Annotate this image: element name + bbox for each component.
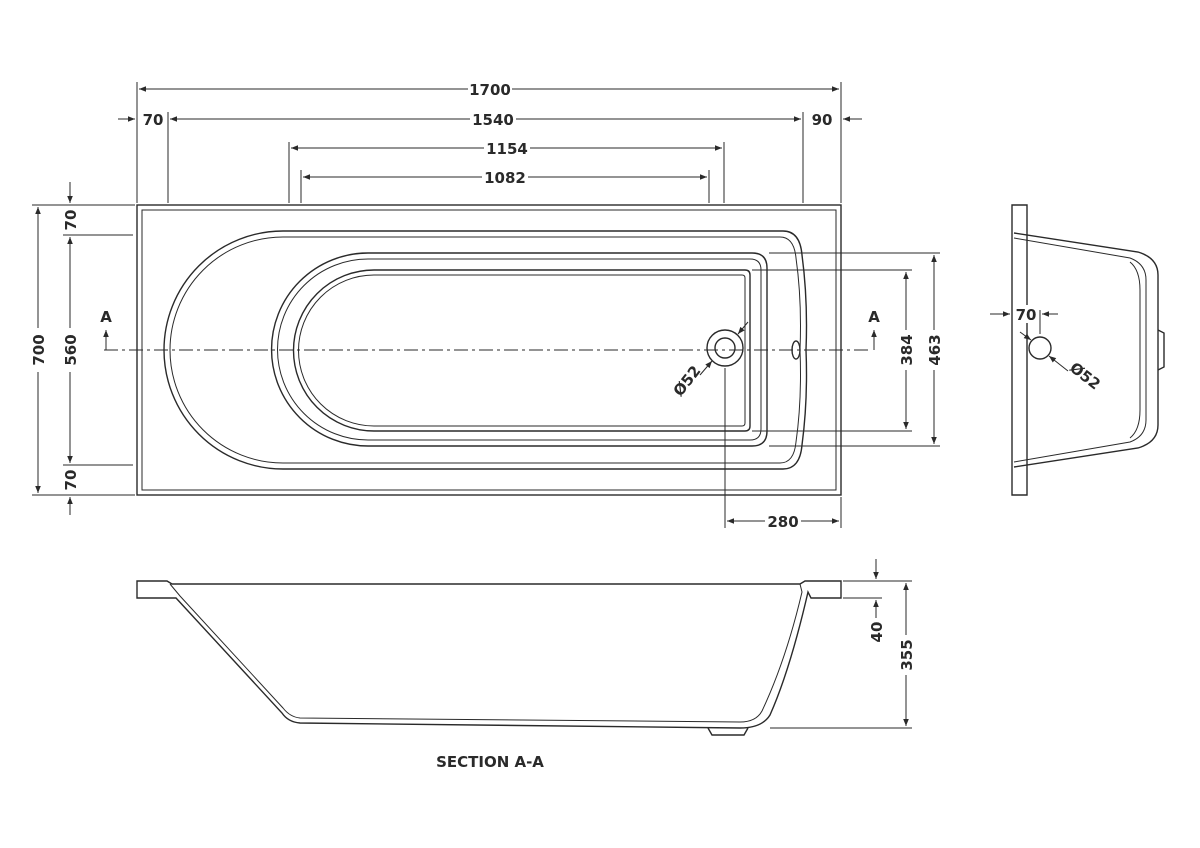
end-view: 70 Ø52: [990, 204, 1165, 496]
section-waste-boss: [707, 727, 749, 736]
end-view-overflow: [1157, 329, 1165, 371]
left-dimensions: 700 560 70 70: [29, 182, 135, 515]
end-waste-outlet: [1028, 336, 1052, 360]
dim-text-bowl-inner-length: 1082: [484, 169, 526, 187]
plan-inner-outline: [163, 230, 808, 470]
plan-bowl-floor: [292, 269, 751, 432]
section-title: SECTION A-A: [436, 753, 544, 771]
overflow-outlet: [791, 340, 801, 360]
top-dimensions: 1700 70 1540 90 1154 1082: [118, 80, 862, 203]
right-dimensions: 384 463: [752, 252, 944, 447]
dim-text-overall-width: 700: [30, 334, 48, 365]
plan-bowl-outer: [270, 252, 768, 447]
dim-text-bowl-outer-width: 463: [926, 334, 944, 365]
dim-text-waste-diameter: Ø52: [670, 362, 705, 400]
dim-text-inner-width: 560: [62, 334, 80, 365]
dim-text-top-rim: 70: [62, 210, 80, 231]
waste-diameter-leader-2: [737, 321, 749, 335]
dim-text-left-rim: 70: [143, 111, 164, 129]
section-outer-profile: [136, 580, 842, 729]
dim-text-overall-length: 1700: [469, 81, 511, 99]
dim-text-end-waste-offset: 70: [1016, 306, 1037, 324]
waste-outlet-inner: [714, 337, 736, 359]
end-view-bowl-line: [1129, 261, 1141, 439]
section-inner-profile: [169, 583, 803, 723]
dim-text-bowl-inner-width: 384: [898, 334, 916, 365]
dim-text-waste-offset: 280: [767, 513, 798, 531]
dim-text-overall-depth: 355: [898, 639, 916, 670]
end-view-inner-profile: [1013, 237, 1147, 463]
waste-outlet: [706, 329, 744, 367]
end-diameter-leader-1: [1019, 331, 1032, 341]
end-view-outer-profile: [1013, 232, 1159, 468]
plan-bowl-floor-edge: [298, 274, 746, 427]
plan-view: [103, 204, 877, 496]
plan-inner-outline-edge: [169, 236, 801, 464]
dim-text-inner-length: 1540: [472, 111, 514, 129]
end-diameter-leader-2: [1048, 355, 1069, 372]
dim-text-end-waste-diameter: Ø52: [1066, 359, 1104, 394]
section-view: 40 355 SECTION A-A: [136, 559, 916, 771]
dim-text-right-rim: 90: [812, 111, 833, 129]
end-view-rim: [1011, 204, 1028, 496]
section-marker-left: A: [100, 308, 112, 326]
dim-text-bowl-outer-length: 1154: [486, 140, 528, 158]
waste-diameter-leader: [699, 360, 713, 376]
dim-text-bottom-rim: 70: [62, 470, 80, 491]
dim-text-rim-depth: 40: [868, 622, 886, 643]
section-marker-right: A: [868, 308, 880, 326]
